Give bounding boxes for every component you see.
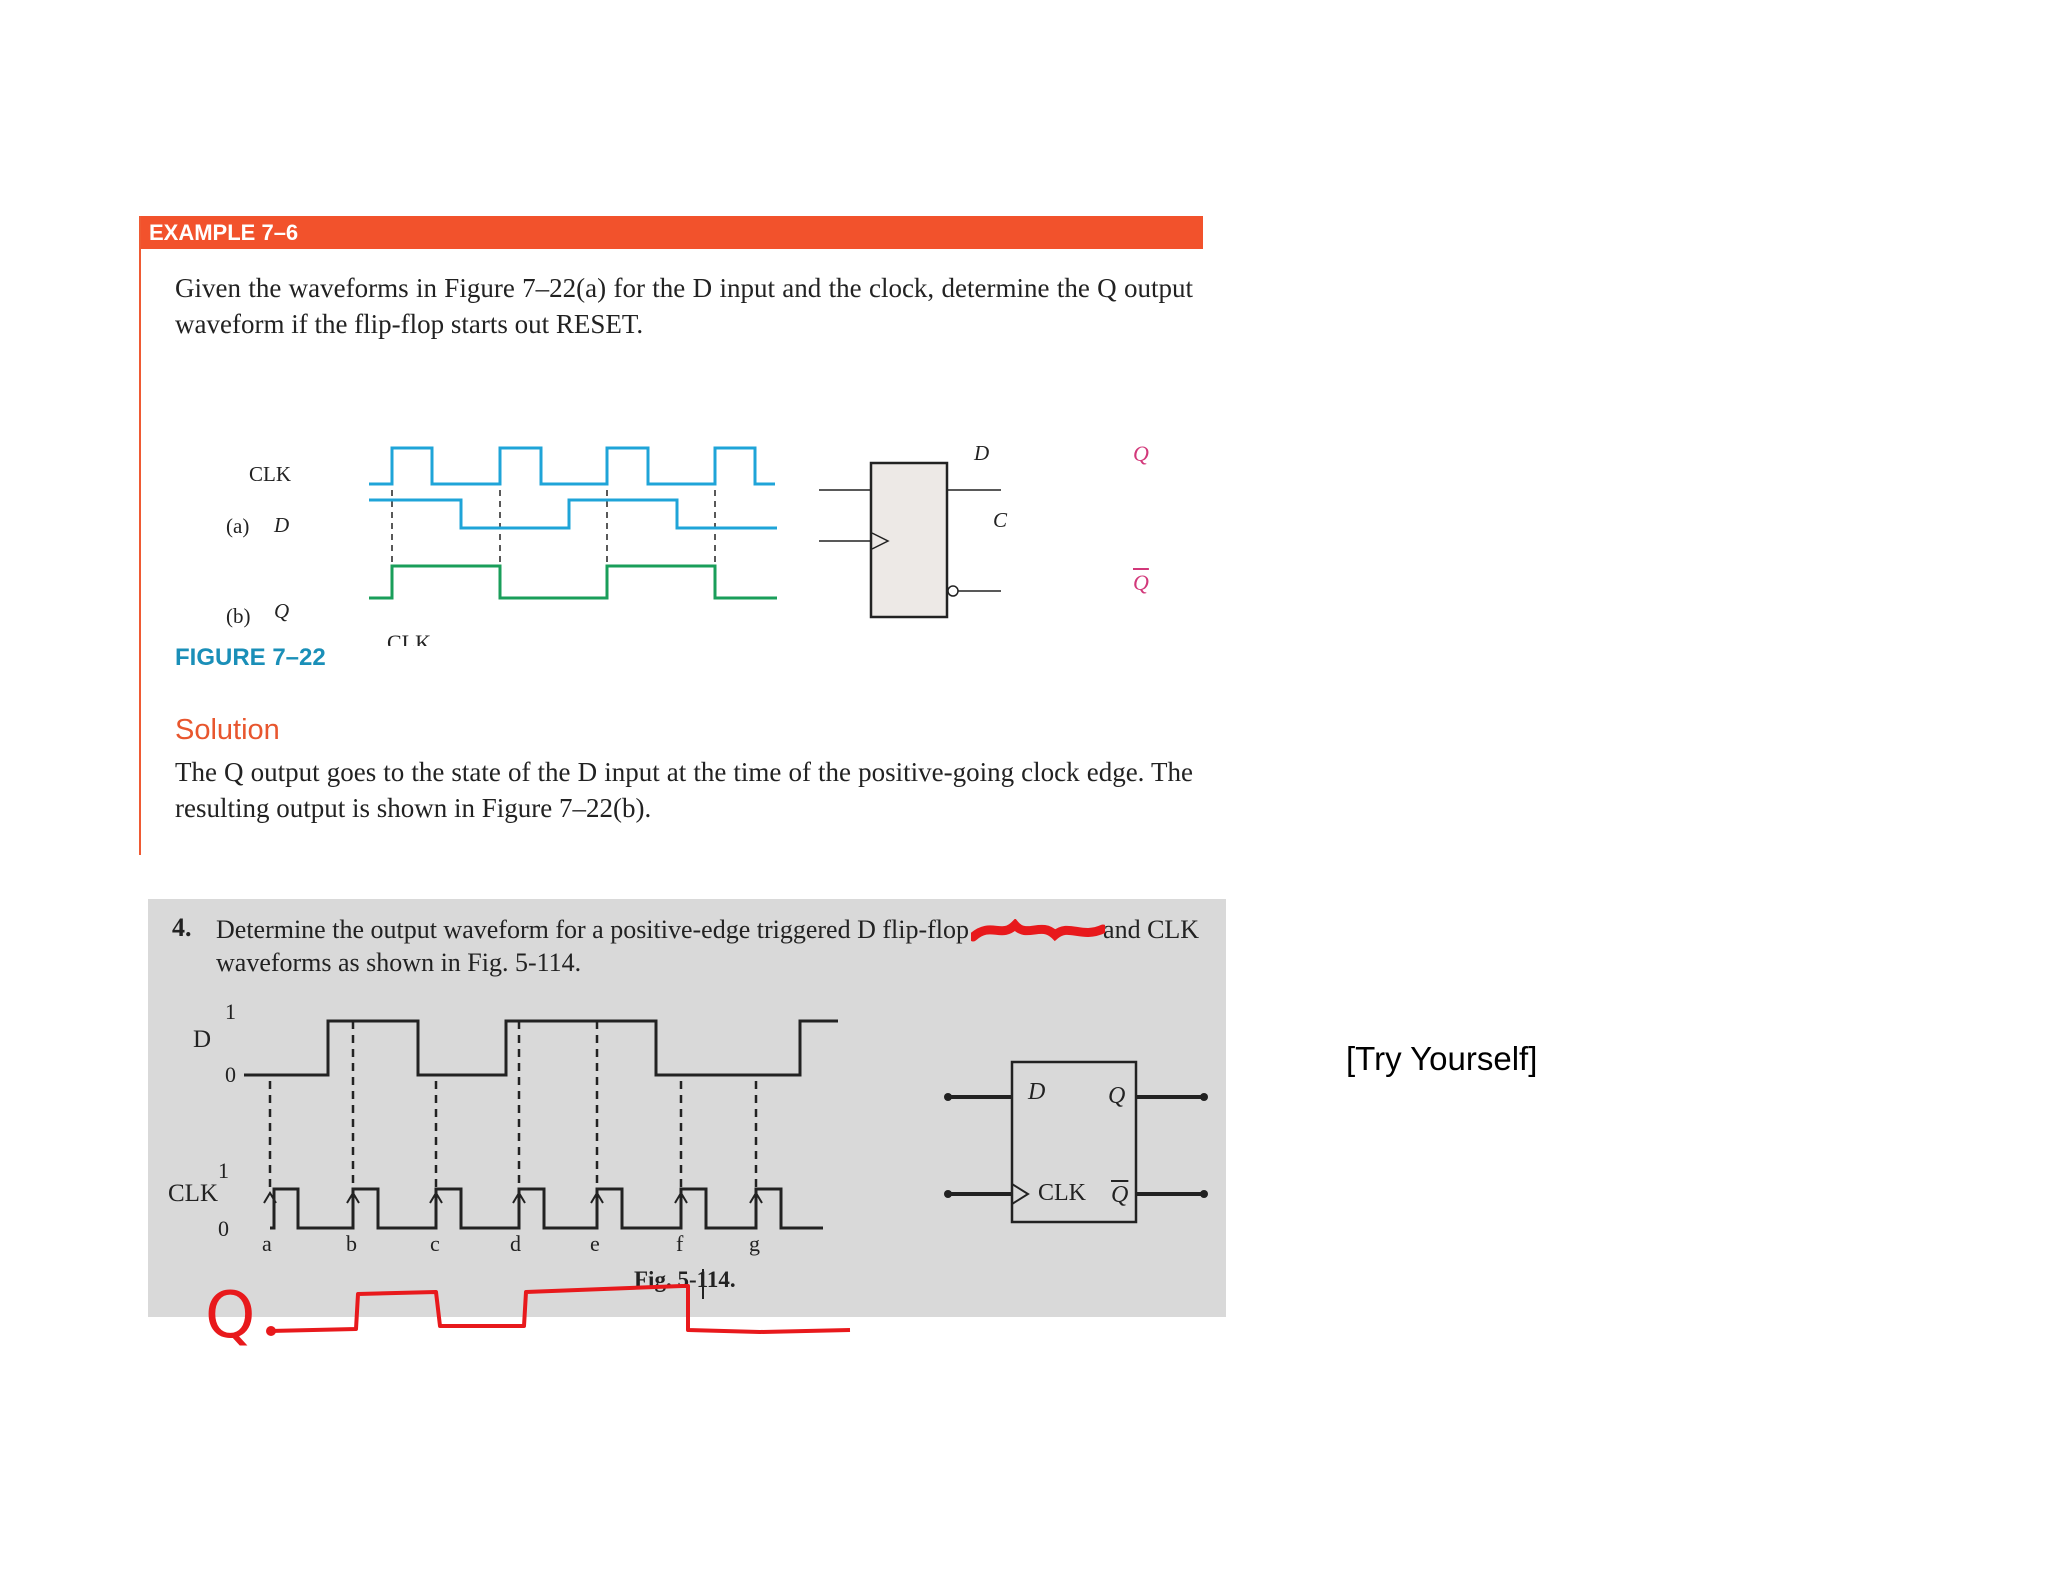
exercise-clk-level-one: 1 — [218, 1158, 229, 1183]
exercise-number: 4. — [172, 913, 192, 942]
wave-label-clk: CLK — [249, 462, 291, 486]
inversion-bubble-icon — [947, 585, 959, 597]
handwritten-dot — [266, 1326, 276, 1336]
exercise-d-level-one: 1 — [225, 999, 236, 1024]
wave-label-a: (a) — [226, 514, 250, 538]
handwritten-q-waveform — [269, 1284, 851, 1334]
exercise-panel: 4. Determine the output waveform for a p… — [148, 899, 1226, 1317]
exercise-block-qbar: Q — [1111, 1182, 1129, 1208]
exercise-edge-guides — [268, 1021, 758, 1189]
exercise-timing-diagram — [244, 1019, 1208, 1299]
wave-label-d: D — [274, 513, 290, 537]
block-output-q: Q — [1133, 441, 1149, 466]
exercise-clock-triangle-icon — [1011, 1183, 1030, 1205]
d-waveform — [369, 498, 777, 530]
timing-diagram-7-22: CLK CLK — [369, 446, 1001, 646]
exercise-qbar-terminal — [1200, 1190, 1208, 1198]
exercise-block-q: Q — [1108, 1083, 1126, 1109]
example-card: EXAMPLE 7–6 Given the waveforms in Figur… — [139, 216, 1203, 855]
clk-waveform — [369, 446, 775, 486]
exercise-text-line1: Determine the output waveform for a posi… — [216, 915, 970, 944]
exercise-d-level-zero: 0 — [225, 1062, 236, 1087]
exercise-text: Determine the output waveform for a posi… — [216, 913, 1226, 979]
figure-caption: FIGURE 7–22 — [175, 644, 326, 671]
block-label-c: C — [993, 508, 1008, 532]
solution-text: The Q output goes to the state of the D … — [175, 757, 1193, 823]
problem-statement: Given the waveforms in Figure 7–22(a) fo… — [175, 273, 1193, 339]
exercise-label-clk: CLK — [168, 1180, 218, 1207]
block-label-d: D — [974, 441, 990, 465]
exercise-clk-waveform — [270, 1187, 823, 1230]
flip-flop-block — [869, 461, 949, 619]
handwritten-q-label: Q — [205, 1279, 256, 1353]
rising-edge-arrow-icons — [263, 1191, 763, 1204]
edge-label-g: g — [749, 1231, 760, 1256]
red-scribble — [969, 919, 1106, 943]
exercise-text-line2: waveforms as shown in Fig. 5-114. — [216, 948, 582, 977]
edge-guides — [391, 490, 716, 582]
edge-label-d: d — [510, 1231, 521, 1256]
exercise-clk-terminal — [944, 1190, 952, 1198]
exercise-d-terminal — [944, 1093, 952, 1101]
example-header: EXAMPLE 7–6 — [141, 216, 1203, 249]
q-waveform — [369, 564, 777, 600]
block-output-qbar: Q — [1133, 570, 1149, 595]
edge-label-f: f — [676, 1231, 684, 1256]
exercise-block-clk: CLK — [1038, 1180, 1086, 1206]
exercise-label-d: D — [193, 1026, 212, 1053]
edge-label-e: e — [590, 1231, 600, 1256]
exercise-clk-level-zero: 0 — [218, 1216, 229, 1241]
solution-heading: Solution — [175, 714, 280, 746]
handwritten-q-answer — [266, 1284, 851, 1336]
wave-label-clk: CLK — [387, 630, 431, 646]
wave-label-q: Q — [274, 599, 290, 623]
try-yourself-label: [Try Yourself] — [1346, 1040, 1538, 1077]
clock-edge-triangle-icon — [871, 532, 890, 550]
edge-label-c: c — [430, 1231, 440, 1256]
edge-label-a: a — [262, 1231, 272, 1256]
exercise-text-line1-end: and CLK — [1103, 915, 1200, 944]
edge-label-b: b — [346, 1231, 357, 1256]
wave-label-b: (b) — [226, 604, 251, 628]
exercise-d-waveform — [244, 1019, 838, 1077]
exercise-flip-flop-block — [1010, 1060, 1138, 1224]
exercise-q-terminal — [1200, 1093, 1208, 1101]
exercise-block-d: D — [1028, 1079, 1046, 1105]
